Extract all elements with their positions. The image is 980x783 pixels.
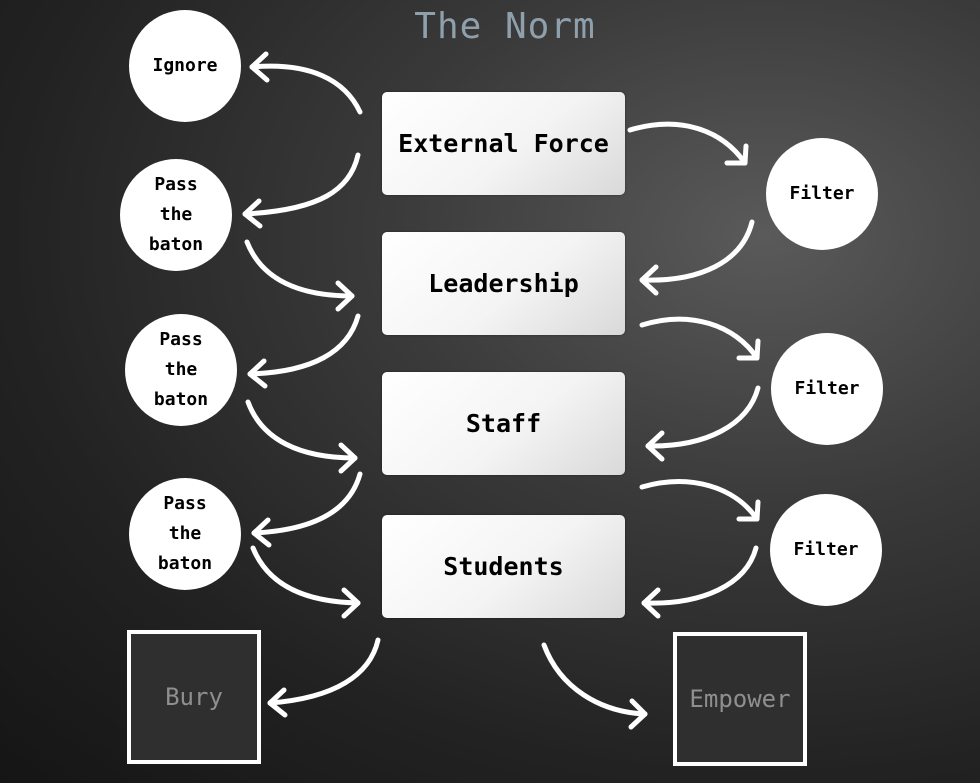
arrow-external-to-filter-1 [627, 121, 748, 166]
arrowhead-baton1-to-leadership [335, 280, 355, 312]
arrowhead-staff-to-baton-3 [251, 517, 272, 548]
leadership-box: Leadership [382, 232, 625, 335]
arrow-to-ignore [249, 63, 363, 115]
arrowhead-students-to-bury [267, 687, 288, 718]
arrow-leadership-to-filter-2 [639, 316, 760, 361]
filter-circle-2: Filter [771, 333, 883, 445]
arrow-baton2-to-staff [245, 399, 358, 461]
pass-the-baton-label-3: Pass the baton [157, 493, 213, 574]
arrowhead-external-to-filter-1 [724, 143, 749, 166]
arrow-baton3-to-students [250, 545, 361, 606]
students-box: Students [382, 515, 625, 618]
bury-box: Bury [127, 630, 261, 764]
filter-label-2: Filter [794, 378, 860, 399]
arrowhead-baton2-to-staff [338, 442, 358, 474]
filter-circle-1: Filter [766, 138, 878, 250]
diagram-title: The Norm [414, 6, 596, 47]
filter-label-1: Filter [789, 183, 855, 204]
empower-box: Empower [673, 632, 807, 766]
arrowhead-leadership-to-baton-2 [247, 358, 268, 389]
arrow-staff-to-baton-3 [251, 471, 363, 536]
arrowhead-leadership-to-filter-2 [736, 338, 761, 361]
arrow-filter2-to-staff [645, 385, 761, 449]
pass-the-baton-label-2: Pass the baton [153, 329, 209, 410]
arrowhead-to-baton-1 [242, 198, 263, 229]
arrow-baton1-to-leadership [244, 239, 355, 299]
arrow-leadership-to-baton-2 [247, 313, 361, 377]
arrowhead-filter3-to-students [641, 587, 661, 619]
bury-label: Bury [165, 683, 223, 711]
pass-the-baton-circle-1: Pass the baton [120, 159, 232, 271]
pass-the-baton-circle-2: Pass the baton [125, 314, 237, 426]
empower-label: Empower [689, 685, 791, 713]
ignore-label: Ignore [152, 55, 218, 76]
arrowhead-students-to-empower [628, 698, 648, 730]
pass-the-baton-label-1: Pass the baton [148, 174, 204, 255]
external-force-box: External Force [382, 92, 625, 195]
staff-box: Staff [382, 372, 625, 475]
arrowhead-baton3-to-students [341, 587, 361, 619]
arrow-filter3-to-students [641, 545, 759, 606]
arrow-students-to-empower [541, 642, 648, 717]
arrowhead-staff-to-filter-3 [736, 499, 761, 522]
arrow-staff-to-filter-3 [639, 479, 760, 522]
filter-label-3: Filter [793, 539, 859, 560]
filter-circle-3: Filter [770, 494, 882, 606]
arrowhead-to-ignore [249, 51, 270, 83]
pass-the-baton-circle-3: Pass the baton [129, 478, 241, 590]
arrowhead-filter1-to-leadership [639, 264, 659, 296]
arrowhead-filter2-to-staff [645, 430, 665, 462]
ignore-circle: Ignore [129, 10, 241, 122]
arrow-to-baton-1 [242, 152, 361, 217]
arrow-filter1-to-leadership [639, 219, 755, 283]
arrow-students-to-bury [267, 637, 381, 706]
